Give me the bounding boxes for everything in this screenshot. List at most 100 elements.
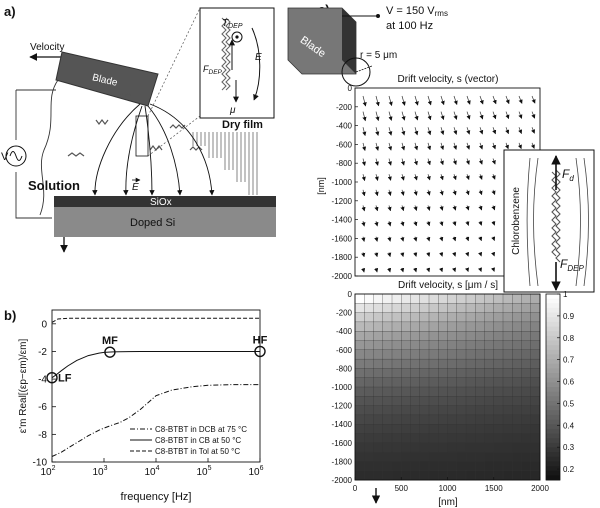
heatmap-cell — [530, 461, 541, 472]
heatmap-cell — [354, 386, 365, 397]
heatmap-cell — [410, 293, 421, 304]
y-tick-label: -6 — [38, 402, 47, 413]
heatmap-cell — [364, 424, 374, 434]
quiver-arrow — [505, 111, 510, 120]
quiver-arrow — [491, 142, 496, 150]
quiver-arrow — [478, 205, 483, 211]
quiver-arrow — [491, 220, 496, 226]
heatmap-cell — [530, 340, 541, 351]
heatmap-cell — [456, 293, 467, 304]
heatmap-y-tick-label: -800 — [336, 364, 353, 373]
quiver-arrow — [491, 236, 496, 242]
heatmap-cell — [521, 340, 532, 351]
heatmap-cell — [428, 396, 439, 407]
heatmap-y-tick-label: -1000 — [332, 383, 353, 392]
colorbar-step — [546, 428, 560, 434]
heatmap-x-tick-label: 1500 — [485, 484, 503, 493]
heatmap-cell — [484, 312, 495, 323]
quiver-arrow — [465, 189, 470, 196]
heatmap-cell — [419, 451, 430, 462]
heatmap-x-tick-label: 0 — [353, 484, 358, 493]
inset-c-fd-label: Fd — [562, 167, 574, 183]
quiver-arrow — [427, 95, 432, 106]
marker-label: HF — [253, 334, 268, 346]
quiver-arrow — [452, 236, 457, 242]
inset-t-label: TDEP — [222, 18, 243, 30]
heatmap-cell — [428, 358, 439, 369]
heatmap-cell — [484, 414, 495, 425]
heatmap-cell — [512, 461, 522, 472]
quiver-arrow — [414, 127, 419, 136]
layer-siox-label: SiOx — [150, 197, 172, 208]
quiver-arrow — [361, 189, 366, 197]
quiver-y-tick-label: -1400 — [332, 216, 353, 225]
wire-bottom — [15, 172, 52, 219]
heatmap-cell — [493, 321, 504, 332]
zoom-line-2 — [147, 115, 201, 157]
heatmap-cell — [410, 461, 421, 472]
quiver-arrow — [504, 142, 509, 150]
heatmap-cell — [530, 331, 541, 341]
heatmap-cell — [373, 331, 384, 341]
heatmap-cell — [410, 405, 421, 416]
heatmap-cell — [438, 349, 448, 360]
colorbar-step — [546, 396, 560, 402]
voltage-c-line1: V = 150 Vrms — [386, 5, 448, 18]
quiver-arrow — [440, 142, 445, 151]
heatmap-cell — [373, 349, 384, 360]
heatmap-cell — [512, 414, 522, 425]
heatmap-cell — [447, 293, 458, 304]
quiver-arrow — [426, 220, 431, 227]
heatmap-cell — [484, 321, 495, 332]
heatmap-cell — [364, 433, 374, 444]
quiver-arrow — [453, 142, 458, 150]
heatmap-cell — [512, 349, 522, 360]
heatmap-cell — [475, 461, 485, 472]
inset-mu-label: μ — [229, 105, 236, 116]
heatmap-cell — [428, 386, 439, 397]
heatmap-cell — [493, 470, 504, 481]
quiver-arrow — [388, 142, 393, 151]
heatmap-cell — [475, 396, 485, 407]
heatmap-y-tick-label: -1600 — [332, 439, 353, 448]
heatmap-cell — [530, 396, 541, 407]
quiver-arrow — [439, 205, 444, 211]
quiver-arrow — [517, 142, 522, 150]
heatmap-cell — [364, 331, 374, 341]
quiver-arrow — [518, 111, 523, 119]
heatmap-cell — [493, 433, 504, 444]
heatmap-cell — [428, 461, 439, 472]
heatmap-cell — [530, 386, 541, 397]
heatmap-cell — [354, 293, 365, 304]
quiver-arrow — [414, 111, 419, 121]
heatmap-cell — [410, 377, 421, 388]
heatmap-cell — [410, 368, 421, 379]
heatmap-cell — [373, 451, 384, 462]
heatmap-cell — [410, 414, 421, 425]
heatmap-cell — [502, 396, 513, 407]
heatmap-cell — [465, 414, 476, 425]
marker-circle — [254, 345, 266, 358]
heatmap-cell — [475, 377, 485, 388]
colorbar-tick-label: 0.2 — [563, 465, 575, 474]
heatmap-cell — [401, 358, 411, 369]
quiver-arrow — [452, 189, 457, 196]
quiver-ticks: 0-200-400-600-800-1000-1200-1400-1600-18… — [332, 84, 358, 281]
heatmap-cell — [364, 321, 374, 332]
x-tick-exponent: 2 — [52, 465, 56, 472]
heatmap-cell — [530, 433, 541, 444]
legend-label: C8-BTBT in DCB at 75 °C — [155, 425, 247, 434]
x-tick-label: 103 — [92, 465, 107, 478]
heatmap-cell — [419, 377, 430, 388]
heatmap-cell — [484, 451, 495, 462]
heatmap-cell — [401, 349, 411, 360]
heatmap-cell — [391, 303, 402, 314]
quiver-arrow — [478, 220, 483, 226]
heatmap-cell — [447, 451, 458, 462]
heatmap-cell — [382, 396, 393, 407]
heatmap-cell — [447, 442, 458, 453]
chart-b-frame — [51, 309, 261, 463]
inset-c-medium: Chlorobenzene — [511, 187, 522, 255]
colorbar-step — [546, 414, 560, 420]
heatmap-cell — [512, 451, 522, 462]
